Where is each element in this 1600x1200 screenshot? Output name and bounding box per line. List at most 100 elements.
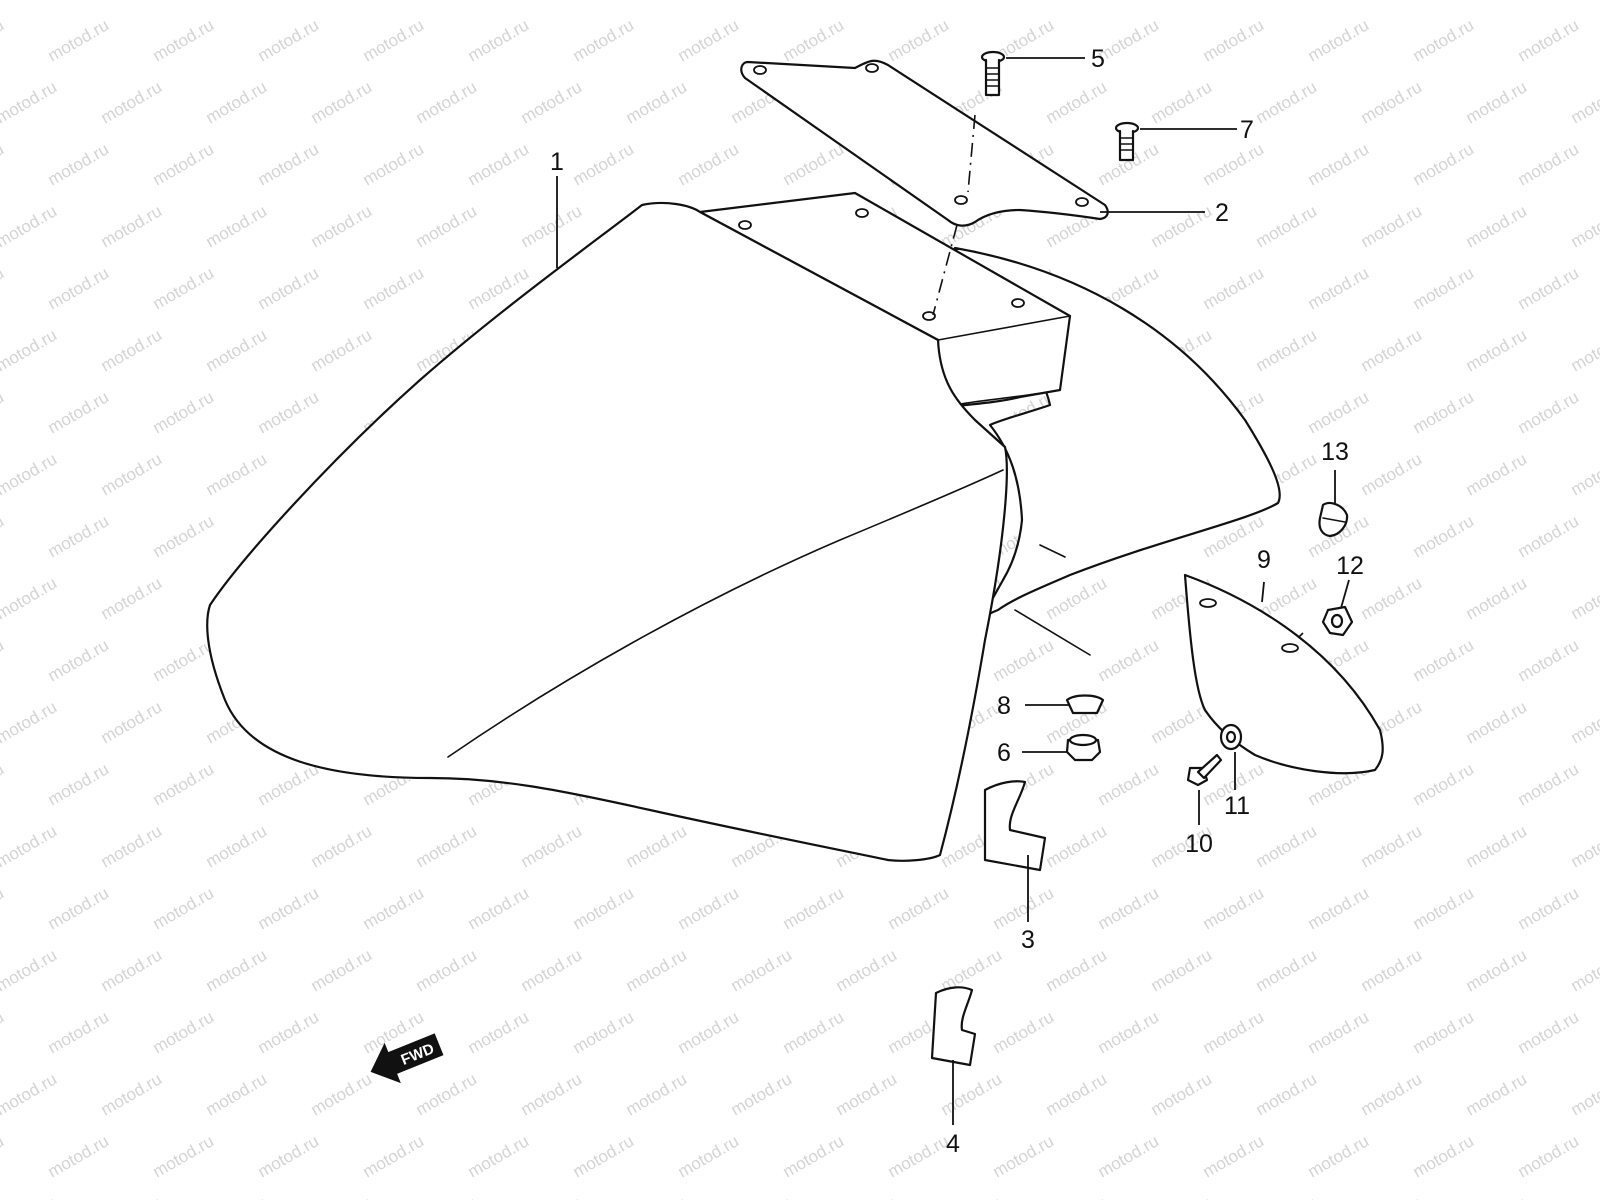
watermark-text: motod.ru: [570, 883, 638, 933]
watermark-text: motod.ru: [1253, 1193, 1321, 1200]
watermark-text: motod.ru: [990, 635, 1058, 685]
watermark-text: motod.ru: [0, 945, 60, 995]
watermark-text: motod.ru: [1043, 821, 1111, 871]
watermark-text: motod.ru: [0, 77, 60, 127]
watermark-text: motod.ru: [1463, 201, 1531, 251]
fender-mount-hole: [922, 311, 936, 321]
callout-3: 3: [1021, 926, 1035, 954]
watermark-text: motod.ru: [465, 1007, 533, 1057]
watermark-text: motod.ru: [1358, 573, 1426, 623]
watermark-text: motod.ru: [1043, 945, 1111, 995]
watermark-text: motod.ru: [413, 77, 481, 127]
watermark-text: motod.ru: [623, 1193, 691, 1200]
fender-crease-line: [447, 469, 1004, 758]
watermark-text: motod.ru: [780, 883, 848, 933]
watermark-text: motod.ru: [413, 1069, 481, 1119]
watermark-text: motod.ru: [938, 0, 1006, 3]
callout-9: 9: [1257, 546, 1271, 574]
callout-2: 2: [1215, 199, 1229, 227]
assembly-line: [967, 114, 976, 193]
watermark-text: motod.ru: [1253, 1069, 1321, 1119]
watermark-text: motod.ru: [1200, 1007, 1268, 1057]
nut-6: [1065, 733, 1102, 762]
watermark-text: motod.ru: [255, 1007, 323, 1057]
watermark-text: motod.ru: [308, 1193, 376, 1200]
watermark-text: motod.ru: [308, 821, 376, 871]
clip-strip-4: [930, 986, 977, 1067]
watermark-text: motod.ru: [308, 325, 376, 375]
watermark-text: motod.ru: [1463, 821, 1531, 871]
watermark-text: motod.ru: [1148, 0, 1216, 3]
watermark-text: motod.ru: [1358, 77, 1426, 127]
front-fender-main: [206, 201, 1008, 862]
watermark-text: motod.ru: [623, 1069, 691, 1119]
watermark-text: motod.ru: [1515, 139, 1583, 189]
watermark-text: motod.ru: [1095, 759, 1163, 809]
watermark-text: motod.ru: [0, 821, 60, 871]
callout-4: 4: [946, 1130, 960, 1158]
watermark-text: motod.ru: [150, 759, 218, 809]
watermark-text: motod.ru: [833, 1069, 901, 1119]
watermark-text: motod.ru: [728, 1069, 796, 1119]
watermark-text: motod.ru: [1253, 945, 1321, 995]
watermark-text: motod.ru: [1253, 325, 1321, 375]
watermark-text: motod.ru: [518, 0, 586, 3]
watermark-text: motod.ru: [780, 139, 848, 189]
watermark-text: motod.ru: [1095, 883, 1163, 933]
watermark-text: motod.ru: [360, 263, 428, 313]
washer-11: [1219, 723, 1243, 751]
watermark-text: motod.ru: [203, 1069, 271, 1119]
watermark-text: motod.ru: [570, 1007, 638, 1057]
watermark-text: motod.ru: [1568, 1193, 1600, 1200]
watermark-text: motod.ru: [885, 883, 953, 933]
watermark-text: motod.ru: [1515, 759, 1583, 809]
watermark-text: motod.ru: [150, 511, 218, 561]
watermark-text: motod.ru: [98, 325, 166, 375]
watermark-text: motod.ru: [413, 945, 481, 995]
assembly-line: [932, 224, 958, 316]
watermark-text: motod.ru: [1148, 1069, 1216, 1119]
watermark-text: motod.ru: [1410, 1007, 1478, 1057]
watermark-text: motod.ru: [1568, 1069, 1600, 1119]
watermark-text: motod.ru: [1043, 1193, 1111, 1200]
watermark-text: motod.ru: [203, 201, 271, 251]
watermark-text: motod.ru: [623, 0, 691, 3]
watermark-text: motod.ru: [1463, 0, 1531, 3]
callout-5: 5: [1091, 45, 1105, 73]
watermark-text: motod.ru: [1515, 635, 1583, 685]
watermark-text: motod.ru: [1515, 263, 1583, 313]
leader-line-12: [1340, 579, 1350, 609]
watermark-text: motod.ru: [990, 1007, 1058, 1057]
watermark-text: motod.ru: [465, 1131, 533, 1181]
screw-7: [1114, 121, 1140, 162]
clip-13: [1318, 501, 1349, 538]
watermark-text: motod.ru: [518, 945, 586, 995]
watermark-text: motod.ru: [203, 77, 271, 127]
watermark-text: motod.ru: [255, 1131, 323, 1181]
leader-line-9: [1261, 581, 1265, 603]
watermark-text: motod.ru: [1200, 1131, 1268, 1181]
watermark-text: motod.ru: [623, 77, 691, 127]
watermark-text: motod.ru: [1305, 263, 1373, 313]
watermark-text: motod.ru: [255, 263, 323, 313]
mount-block-edge-lower: [937, 315, 1071, 341]
extension-hole: [1199, 598, 1217, 608]
clip-strip-3: [983, 780, 1047, 872]
watermark-text: motod.ru: [308, 945, 376, 995]
watermark-text: motod.ru: [675, 1007, 743, 1057]
watermark-text: motod.ru: [1410, 263, 1478, 313]
watermark-text: motod.ru: [203, 325, 271, 375]
fender-mount-hole: [1011, 298, 1025, 308]
watermark-text: motod.ru: [0, 325, 60, 375]
watermark-text: motod.ru: [1410, 15, 1478, 65]
callout-1: 1: [550, 148, 564, 176]
watermark-text: motod.ru: [0, 387, 7, 437]
watermark-text: motod.ru: [1410, 387, 1478, 437]
watermark-text: motod.ru: [360, 139, 428, 189]
watermark-text: motod.ru: [780, 1131, 848, 1181]
bracket-hole: [954, 195, 968, 205]
screw-5: [980, 50, 1006, 97]
watermark-text: motod.ru: [1463, 449, 1531, 499]
watermark-text: motod.ru: [1568, 201, 1600, 251]
watermark-text: motod.ru: [1463, 573, 1531, 623]
